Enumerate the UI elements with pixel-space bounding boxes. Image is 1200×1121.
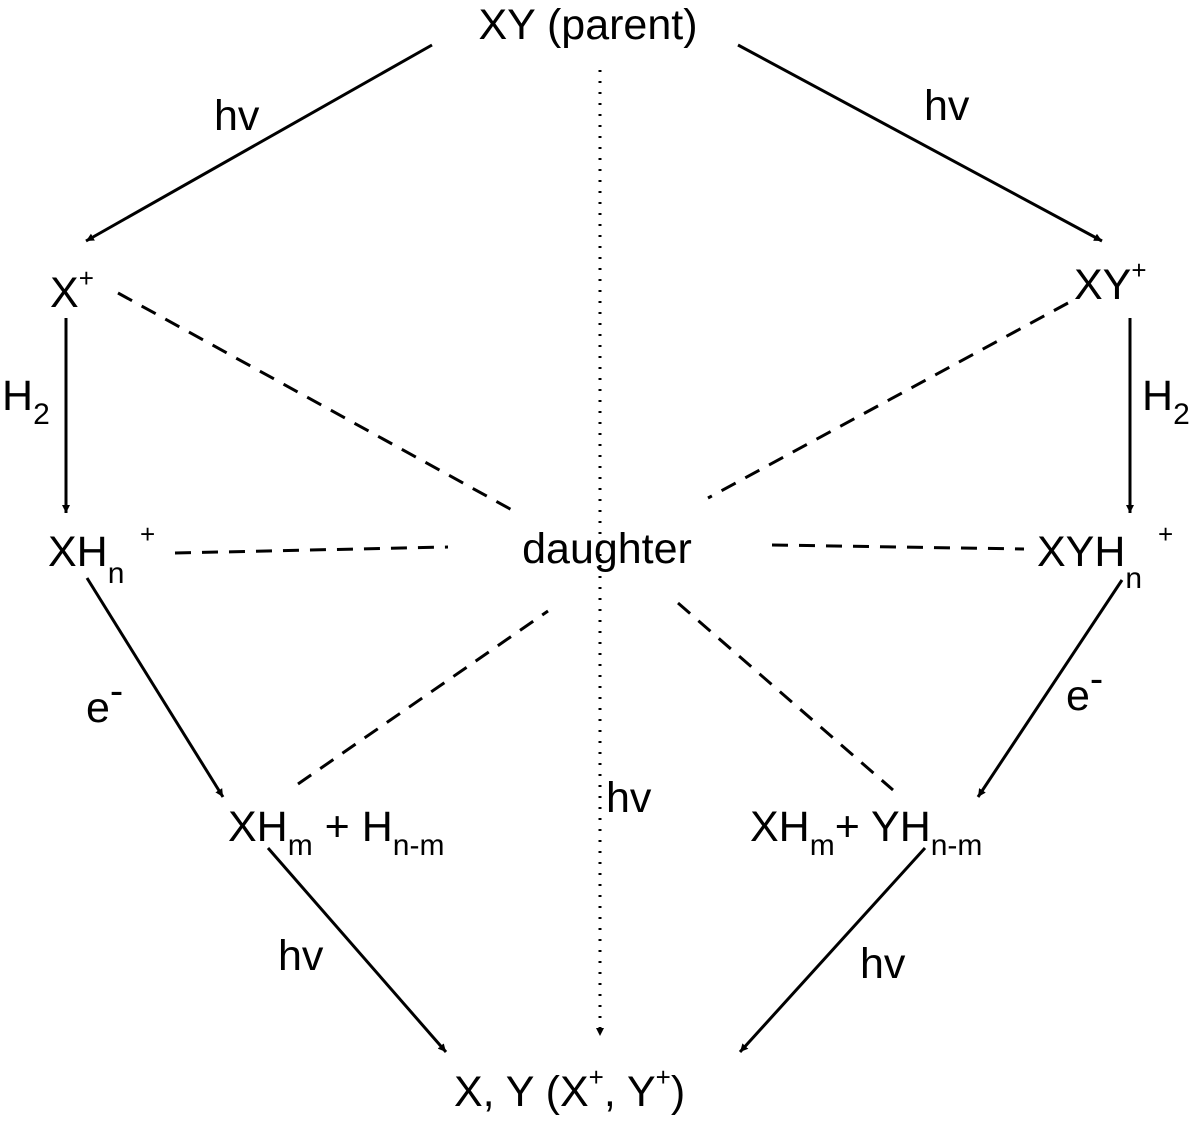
node-x-ion-charge: + [79,263,94,293]
dash-right-products-to-daughter [677,601,894,792]
solid-arrows [62,43,1134,1054]
label-hv-top-right: hv [924,82,970,130]
node-left-products-xh-subscript: m [288,829,313,862]
label-electron-right-charge: - [1090,657,1103,701]
label-h2-left-subscript: 2 [33,398,50,431]
label-hv-bottom-left: hv [278,932,324,980]
node-xhn-ion-main: XH [48,528,108,576]
arrow-right-products-to-final [738,846,927,1054]
node-xyhn-ion-main: XYH [1037,528,1125,576]
arrow-xyhn-to-right-products [976,579,1124,798]
node-xyhn-ion: XYHn + [1037,519,1173,595]
node-left-products-xh: XH [228,803,288,851]
node-left-products: XHm + Hn-m [228,803,444,862]
label-h2-right-subscript: 2 [1173,398,1190,431]
dash-xyhn-to-daughter [771,543,1025,551]
node-parent: XY (parent) [478,1,697,49]
node-xy-ion-charge: + [1131,255,1146,285]
node-xyhn-ion-subscript: n [1125,562,1142,595]
node-xhn-ion-subscript: n [108,557,125,590]
node-x-ion-main: X [50,269,79,317]
node-x-ion: X+ [50,263,94,317]
node-xhn-ion-charge: + [140,519,155,549]
node-right-products-xh-subscript: m [810,829,835,862]
label-electron-right-main: e [1066,672,1090,720]
node-xy-ion: XY+ [1074,255,1147,309]
dash-left-products-to-daughter [297,609,549,786]
node-left-products-h-subscript: n-m [393,829,445,862]
node-final-part3: ) [671,1068,685,1116]
arrow-left-products-to-final [266,847,448,1053]
label-h2-right-main: H [1142,372,1173,420]
label-hv-center: hv [606,774,652,822]
arrow-parent-to-x-ion [85,43,433,243]
node-final-charge1: + [589,1062,604,1092]
label-h2-left-main: H [2,372,33,420]
dash-x-ion-to-daughter [117,291,513,512]
arrow-xhn-to-left-products [85,577,225,798]
label-electron-left-charge: - [110,669,123,713]
label-hv-top-left: hv [214,92,260,140]
node-final-part2: , Y [604,1068,656,1116]
label-h2-right: H2 [1142,372,1190,431]
label-electron-right: e- [1066,657,1103,720]
node-final: X, Y (X+, Y+) [454,1062,685,1116]
node-xy-ion-main: XY [1074,261,1131,309]
node-final-charge2: + [656,1062,671,1092]
label-hv-bottom-right: hv [860,940,906,988]
node-right-products: XHm+ YHn-m [750,803,982,862]
dash-xhn-to-daughter [174,545,449,555]
dash-xy-ion-to-daughter [707,301,1069,500]
node-right-products-yh-subscript: n-m [931,829,983,862]
node-xyhn-ion-charge: + [1158,519,1173,549]
node-right-products-xh: XH [750,803,810,851]
node-xhn-ion: XHn + [48,519,155,590]
node-right-products-yh: + YH [835,803,931,851]
label-electron-left: e- [86,669,123,732]
arrow-parent-to-xy-ion [737,43,1103,243]
node-daughter: daughter [522,525,692,573]
node-left-products-h: + H [313,803,393,851]
node-final-part1: X, Y (X [454,1068,589,1116]
dashed-links-to-daughter [117,291,1069,792]
label-h2-left: H2 [2,372,50,431]
label-electron-left-main: e [86,684,110,732]
